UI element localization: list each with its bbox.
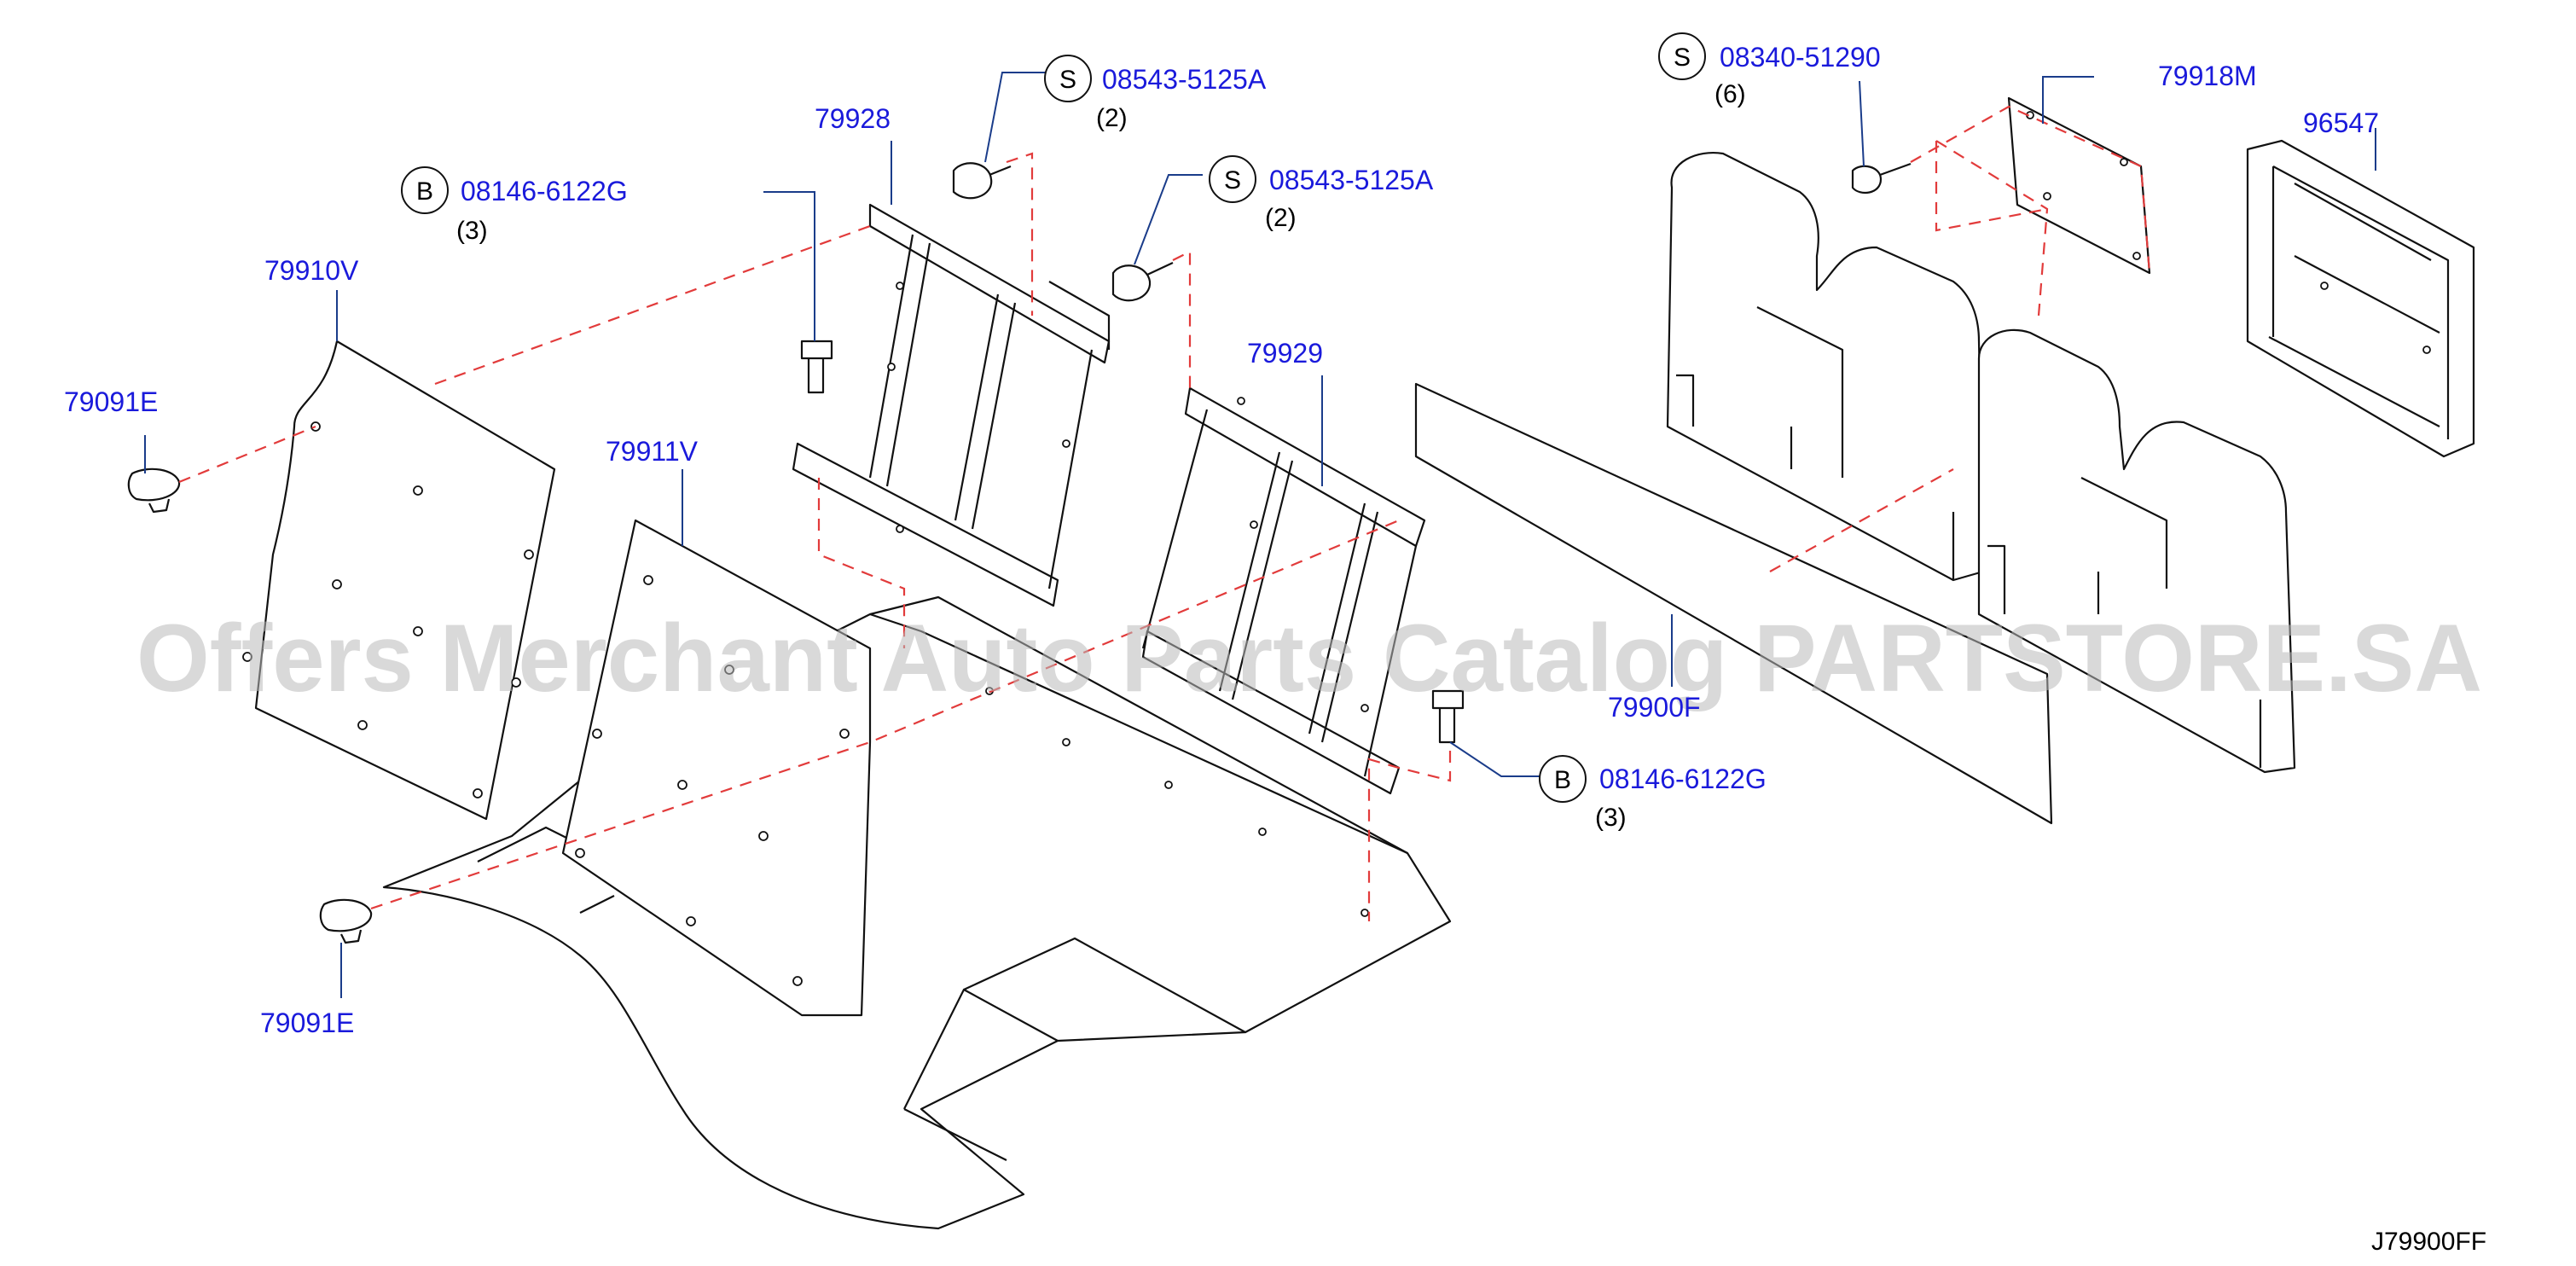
fastener-callout-s1: S 08543-5125A (2) <box>1044 55 1267 132</box>
leader-lines <box>144 72 2376 998</box>
seat-cushion-left <box>1666 151 1985 582</box>
panel-79910v <box>242 340 556 821</box>
fastener-quantity: (3) <box>1595 804 1627 832</box>
strip-79900f <box>1414 382 2053 825</box>
badge-circle <box>1658 32 1706 80</box>
seat-cushion-right <box>1977 328 2296 774</box>
callout-79928: 79928 <box>815 103 891 134</box>
fastener-callout-s3: S 08340-51290 (6) <box>1658 32 1881 108</box>
frame-79928 <box>792 203 1111 607</box>
panel-79911v <box>561 519 872 1017</box>
badge-letter: S <box>1059 66 1076 94</box>
push-clip-icon <box>127 467 181 514</box>
frame-96547 <box>2246 139 2475 458</box>
guide-lines <box>178 105 2151 921</box>
fastener-part-number: 08543-5125A <box>1102 64 1267 95</box>
callout-79918m: 79918M <box>2158 61 2257 91</box>
fastener-part-number: 08146-6122G <box>1599 764 1767 794</box>
fastener-quantity: (2) <box>1265 204 1297 232</box>
bolt-icon <box>800 340 833 394</box>
callout-79900f: 79900F <box>1608 692 1701 723</box>
fastener-quantity: (3) <box>456 217 488 245</box>
bolt-icon <box>1431 689 1465 744</box>
callout-79910v: 79910V <box>264 255 359 286</box>
badge-circle <box>401 166 449 214</box>
fastener-callout-s2: S 08543-5125A (2) <box>1209 155 1434 232</box>
push-clip-icon <box>319 898 373 944</box>
fastener-callout-b1: B 08146-6122G (3) <box>401 166 628 245</box>
badge-circle <box>1209 155 1256 203</box>
callout-79911v: 79911V <box>606 436 699 467</box>
badge-letter: S <box>1224 166 1241 195</box>
badge-letter: S <box>1674 44 1691 72</box>
badge-letter: B <box>416 177 433 206</box>
badge-circle <box>1539 755 1587 803</box>
fastener-part-number: 08543-5125A <box>1269 165 1434 195</box>
fastener-callout-b2: B 08146-6122G (3) <box>1539 755 1767 832</box>
callout-79929: 79929 <box>1247 338 1323 369</box>
screw-icon <box>952 162 1012 200</box>
watermark: Offers Merchant Auto Parts Catalog PARTS… <box>136 605 2482 711</box>
callout-79091e-bottom: 79091E <box>260 1008 354 1038</box>
fastener-quantity: (6) <box>1714 80 1746 108</box>
frame-79929 <box>1141 386 1426 795</box>
fastener-quantity: (2) <box>1096 104 1128 132</box>
badge-letter: B <box>1554 766 1571 794</box>
fastener-part-number: 08340-51290 <box>1720 42 1881 73</box>
plate-79918m <box>2007 96 2151 275</box>
fastener-part-number: 08146-6122G <box>461 176 628 206</box>
callout-79091e-top: 79091E <box>64 386 158 417</box>
screw-icon <box>1111 262 1174 302</box>
screw-icon <box>1851 162 1912 195</box>
callout-96547: 96547 <box>2303 107 2379 138</box>
badge-circle <box>1044 55 1092 102</box>
diagram-code: J79900FF <box>2371 1228 2486 1256</box>
